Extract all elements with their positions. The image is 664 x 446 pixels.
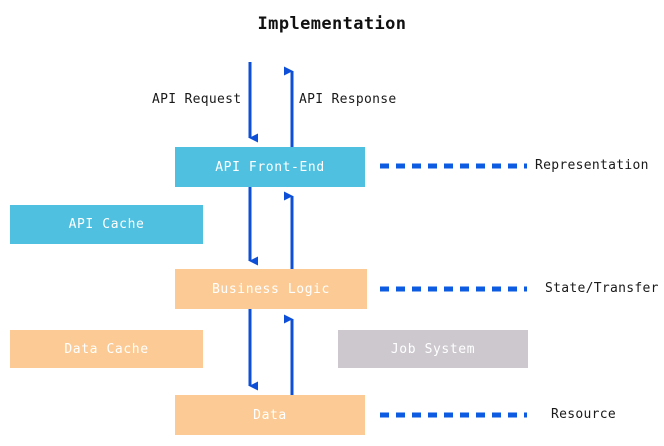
flow-label-api-response: API Response [299,92,397,107]
node-business-logic[interactable]: Business Logic [175,269,367,309]
node-label: Data Cache [64,341,149,357]
flow-label-api-request: API Request [152,92,242,107]
node-label: Data [253,407,287,423]
page-title: Implementation [257,14,407,34]
node-data[interactable]: Data [175,395,365,435]
side-label-state-transfer: State/Transfer [545,281,659,296]
node-data-cache[interactable]: Data Cache [10,330,203,368]
side-label-representation: Representation [535,158,649,173]
node-label: Business Logic [212,281,330,297]
node-label: Job System [390,341,476,357]
node-api-cache[interactable]: API Cache [10,205,203,244]
node-job-system[interactable]: Job System [338,330,528,368]
side-label-resource: Resource [551,407,617,422]
node-api-front-end[interactable]: API Front-End [175,147,365,187]
node-label: API Front-End [215,159,325,175]
node-label: API Cache [68,217,145,232]
